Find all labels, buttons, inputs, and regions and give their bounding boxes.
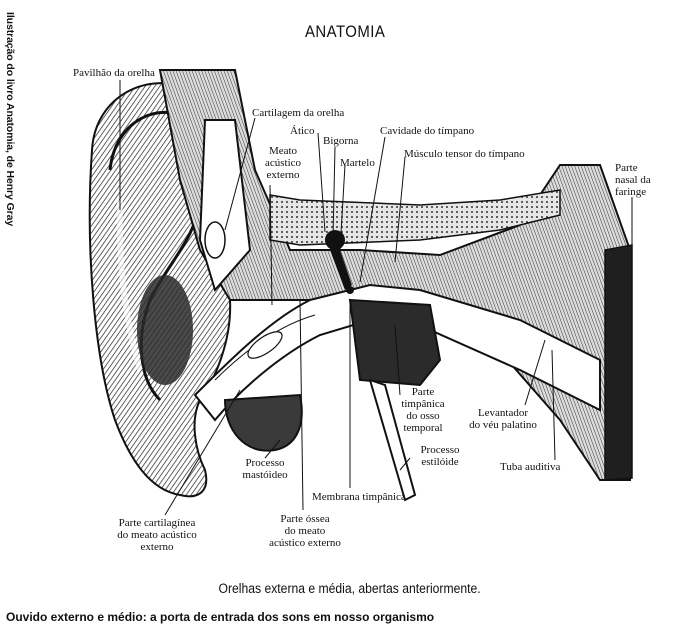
label-nasal: Parte nasal da faringe [615,162,651,198]
label-ossea-line3: acústico externo [269,537,341,549]
label-timpanica-line1: Parte [411,386,435,398]
label-bigorna: Bigorna [323,135,359,147]
label-atico: Ático [290,125,315,137]
label-timpanica: Parte timpânica do osso temporal [398,386,448,434]
label-nasal-line2: nasal da [615,174,651,186]
mastoid-process-shape [223,393,303,452]
label-levantador-line2: do véu palatino [469,419,537,431]
label-levantador-line1: Levantador [477,407,529,419]
label-cartilaginea-line3: externo [140,541,174,553]
label-mastoideo: Processo mastóideo [240,457,290,481]
label-cavidade: Cavidade do tímpano [380,125,475,137]
label-cartilaginea-line2: do meato acústico [117,529,197,541]
credit-strip: Ilustração do livro Anatomia, de Henry G… [0,0,20,495]
label-meato-line1: Meato [268,145,298,157]
label-nasal-line1: Parte [615,162,638,174]
label-ossea-line1: Parte óssea [280,513,330,525]
label-meato-line3: externo [266,169,300,181]
label-membrana: Membrana timpânica [312,491,406,503]
label-pavilhao: Pavilhão da orelha [73,67,155,79]
figure-caption-text: Orelhas externa e média, abertas anterio… [218,581,482,596]
label-cartilagem: Cartilagem da orelha [252,107,345,119]
label-timpanica-line4: temporal [403,422,443,434]
styloid-process-shape [348,298,442,502]
label-timpanica-line3: do osso [406,410,440,422]
label-martelo: Martelo [340,157,375,169]
page-title: ANATOMIA [305,22,386,41]
label-timpanica-line2: timpânica [401,398,445,410]
label-levantador: Levantador do véu palatino [458,407,548,431]
pharynx-shape [604,244,633,481]
label-cartilaginea-line1: Parte cartilagínea [118,517,196,529]
footnote: Ouvido externo e médio: a porta de entra… [6,610,435,624]
leader-lines [119,80,633,516]
label-cartilaginea: Parte cartilagínea do meato acústico ext… [102,517,212,553]
label-estiloide: Processo estilóide [415,444,465,468]
label-mastoideo-line2: mastóideo [242,469,288,481]
label-meato: Meato acústico externo [258,145,308,181]
figure-caption: Orelhas externa e média, abertas anterio… [0,581,700,596]
label-ossea-line2: do meato [284,525,326,537]
illustration-credit: Ilustração do livro Anatomia, de Henry G… [4,12,16,227]
label-estiloide-line1: Processo [420,444,460,456]
label-meato-line2: acústico [264,157,302,169]
label-mastoideo-line1: Processo [245,457,285,469]
label-ossea: Parte óssea do meato acústico externo [260,513,350,549]
external-meatus-shape [193,283,601,422]
label-tuba: Tuba auditiva [500,461,561,473]
label-musculo: Músculo tensor do tímpano [404,148,525,160]
label-nasal-line3: faringe [615,186,647,198]
label-estiloide-line2: estilóide [421,456,459,468]
